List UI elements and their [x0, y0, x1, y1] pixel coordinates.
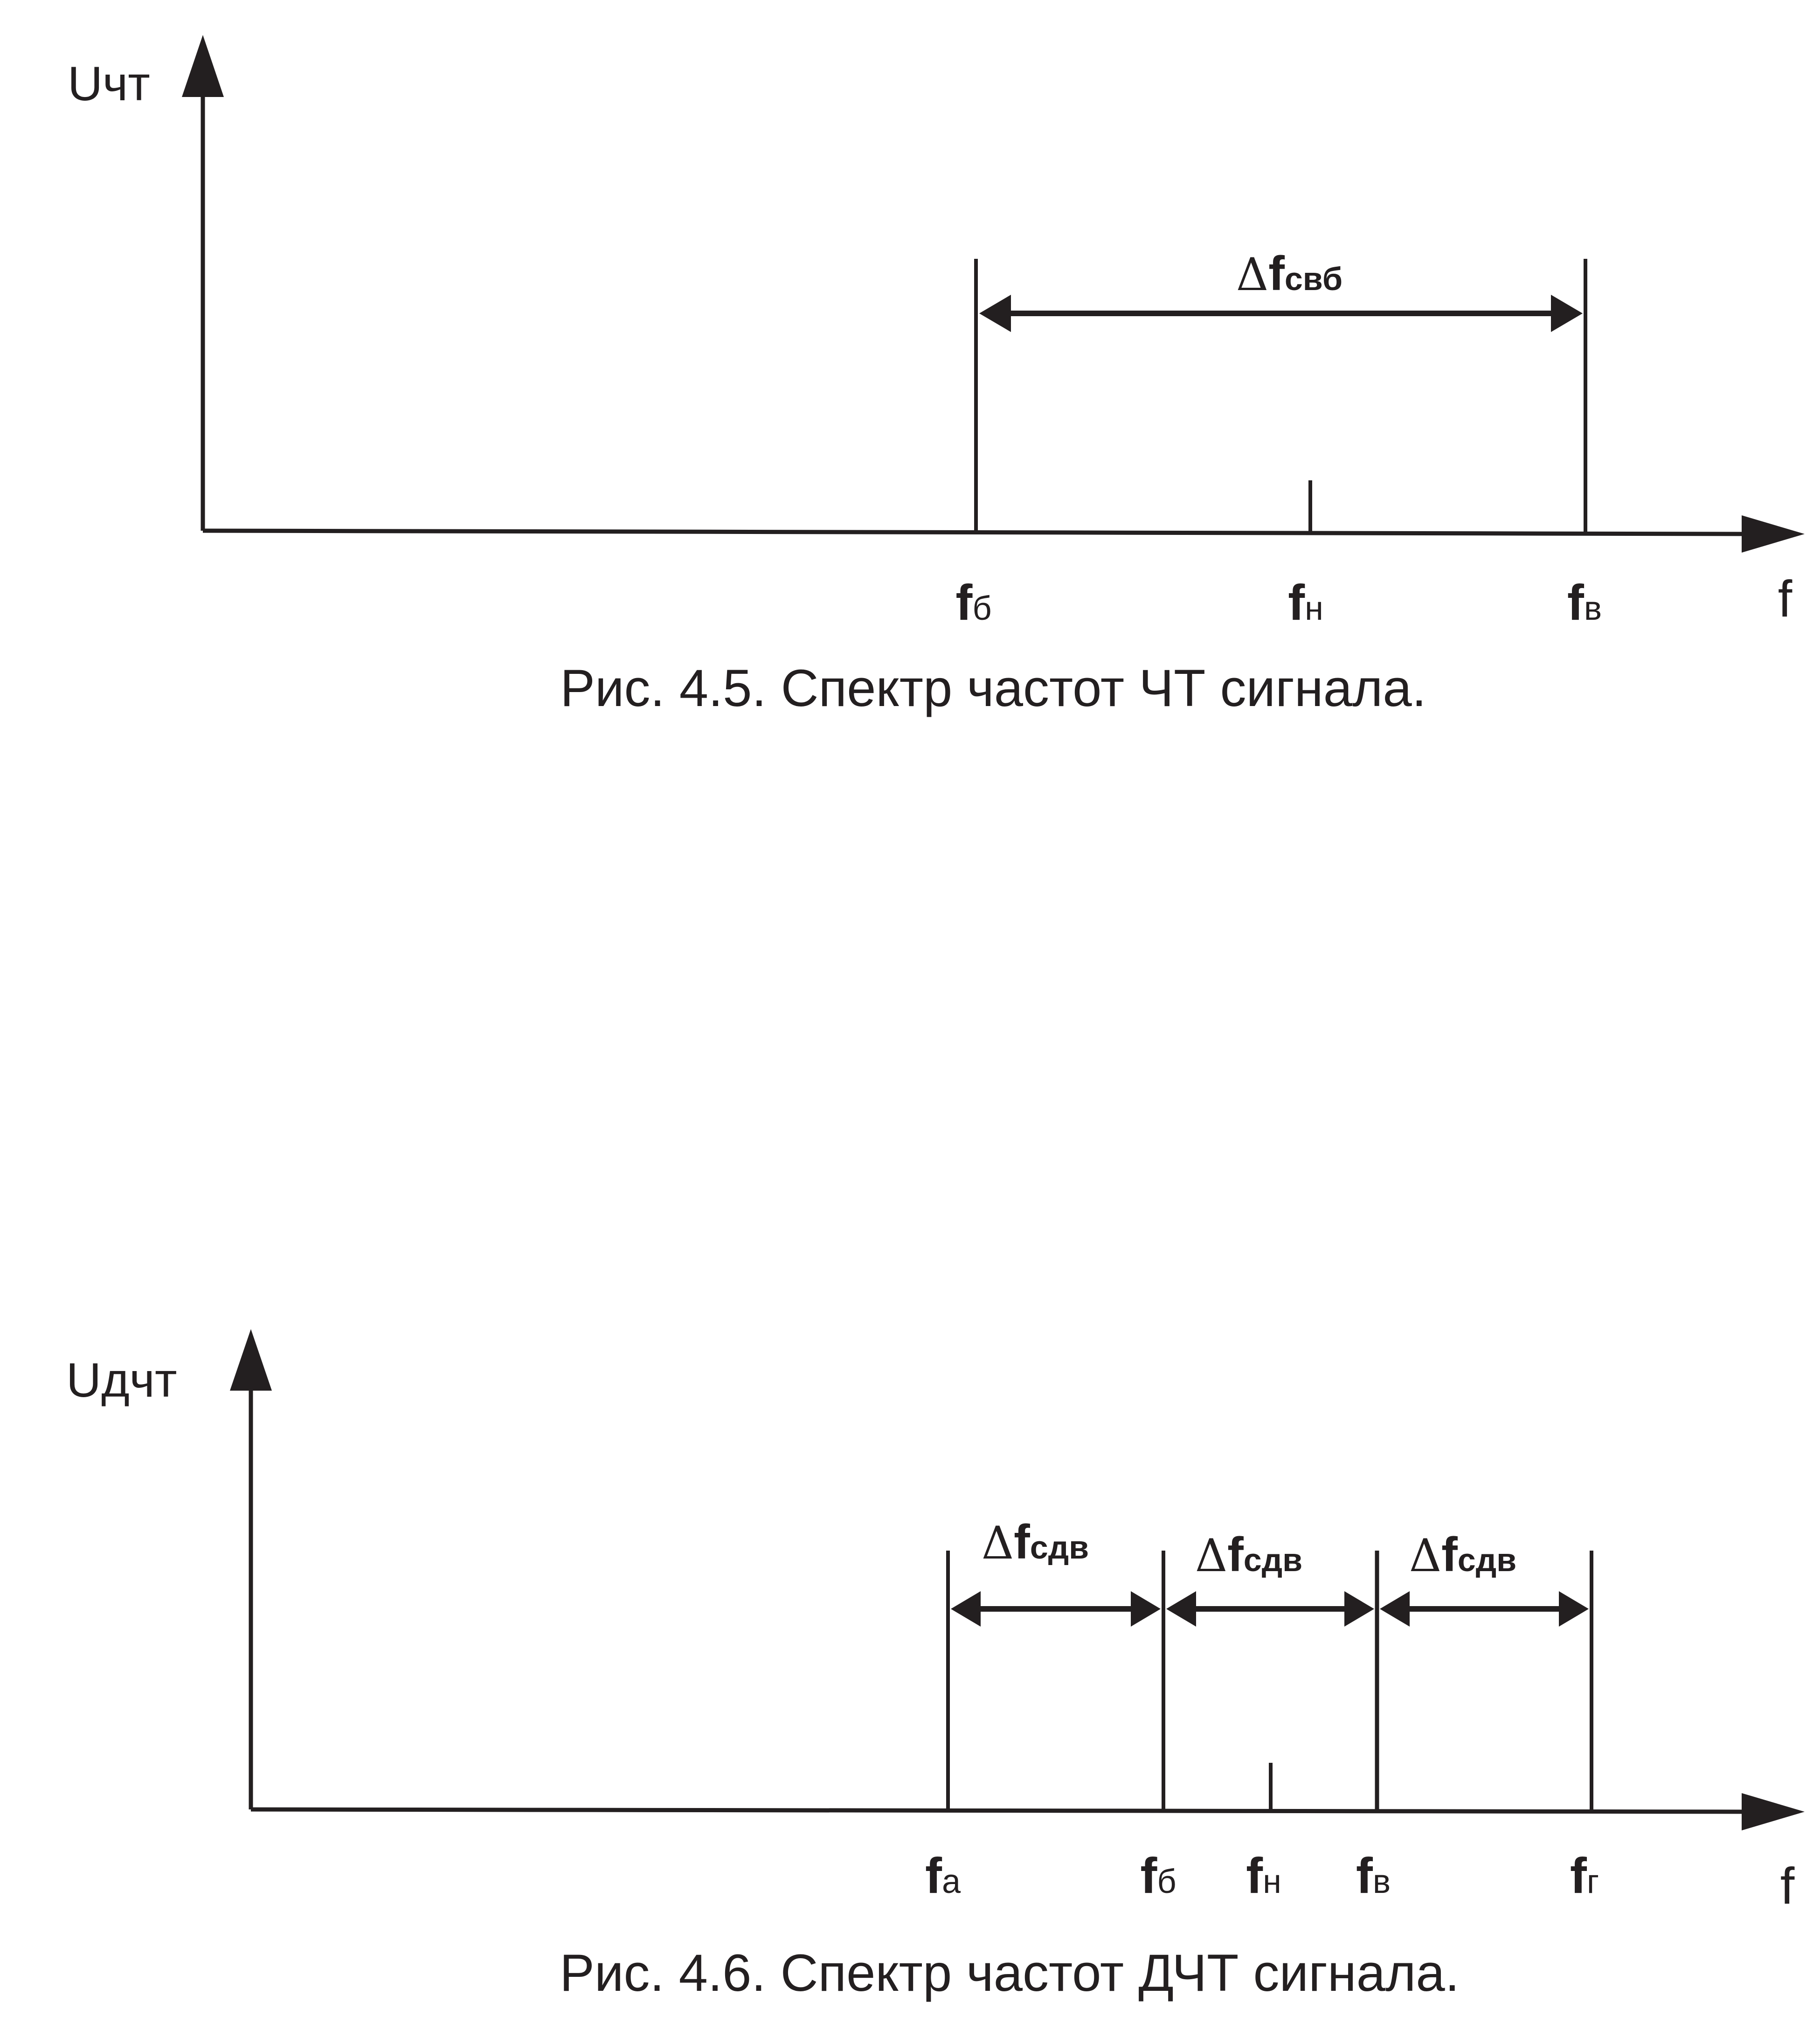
fig1-x-axis [202, 528, 1744, 536]
fig2-band2-arrow-left-head [1166, 1591, 1196, 1627]
fig2-band3-label: Δfсдв [1409, 1528, 1517, 1582]
fig1-tick-fn: fн [1288, 574, 1323, 631]
fig2-y-axis-label: Uдчт [66, 1353, 177, 1407]
figure-4-5: Uчт f fб fн fв Δfсвб Рис. 4.5. Спектр ча… [0, 0, 1820, 839]
fig1-x-axis-arrowhead [1742, 515, 1805, 553]
fig1-y-axis-label: Uчт [68, 57, 150, 111]
fig2-band3-arrow-right-head [1559, 1591, 1589, 1627]
fig2-band1-label: Δfсдв [981, 1515, 1089, 1569]
fig1-band-label: Δfсвб [1236, 247, 1343, 301]
fig2-tick-fn: fн [1246, 1847, 1281, 1904]
fig1-caption: Рис. 4.5. Спектр частот ЧТ сигнала. [560, 659, 1426, 717]
fig2-diagram [230, 1329, 1805, 1830]
fig2-x-axis [250, 1807, 1744, 1814]
fig1-diagram [182, 35, 1805, 553]
fig2-x-axis-label: f [1780, 1857, 1795, 1915]
fig1-tick-fb: fб [955, 574, 992, 631]
fig2-band3-arrow-left-head [1380, 1591, 1410, 1627]
fig2-tick-fb: fб [1140, 1847, 1176, 1904]
fig2-x-axis-arrowhead [1742, 1793, 1805, 1830]
fig2-caption: Рис. 4.6. Спектр частот ДЧТ сигнала. [560, 1944, 1460, 2002]
fig2-tick-fv: fв [1356, 1847, 1391, 1904]
fig1-tick-fv: fв [1567, 574, 1602, 631]
fig2-band2-arrow-right-head [1344, 1591, 1374, 1627]
fig2-band1-arrow-right-head [1131, 1591, 1161, 1627]
fig1-band-arrow-right-head [1551, 295, 1583, 332]
fig2-y-axis-arrowhead [230, 1329, 272, 1391]
fig2-band2-label: Δfсдв [1195, 1528, 1303, 1582]
fig2-band1-arrow-left-head [951, 1591, 981, 1627]
fig2-tick-fg: fг [1570, 1847, 1599, 1904]
fig1-y-axis-arrowhead [182, 35, 224, 97]
fig1-band-arrow-left-head [979, 295, 1011, 332]
fig2-tick-fa: fа [925, 1847, 961, 1904]
fig1-x-axis-label: f [1778, 570, 1792, 628]
figure-4-6: Uдчт f fа fб fн fв fг Δfсдв Δfсдв Δfсдв … [0, 1259, 1820, 2044]
